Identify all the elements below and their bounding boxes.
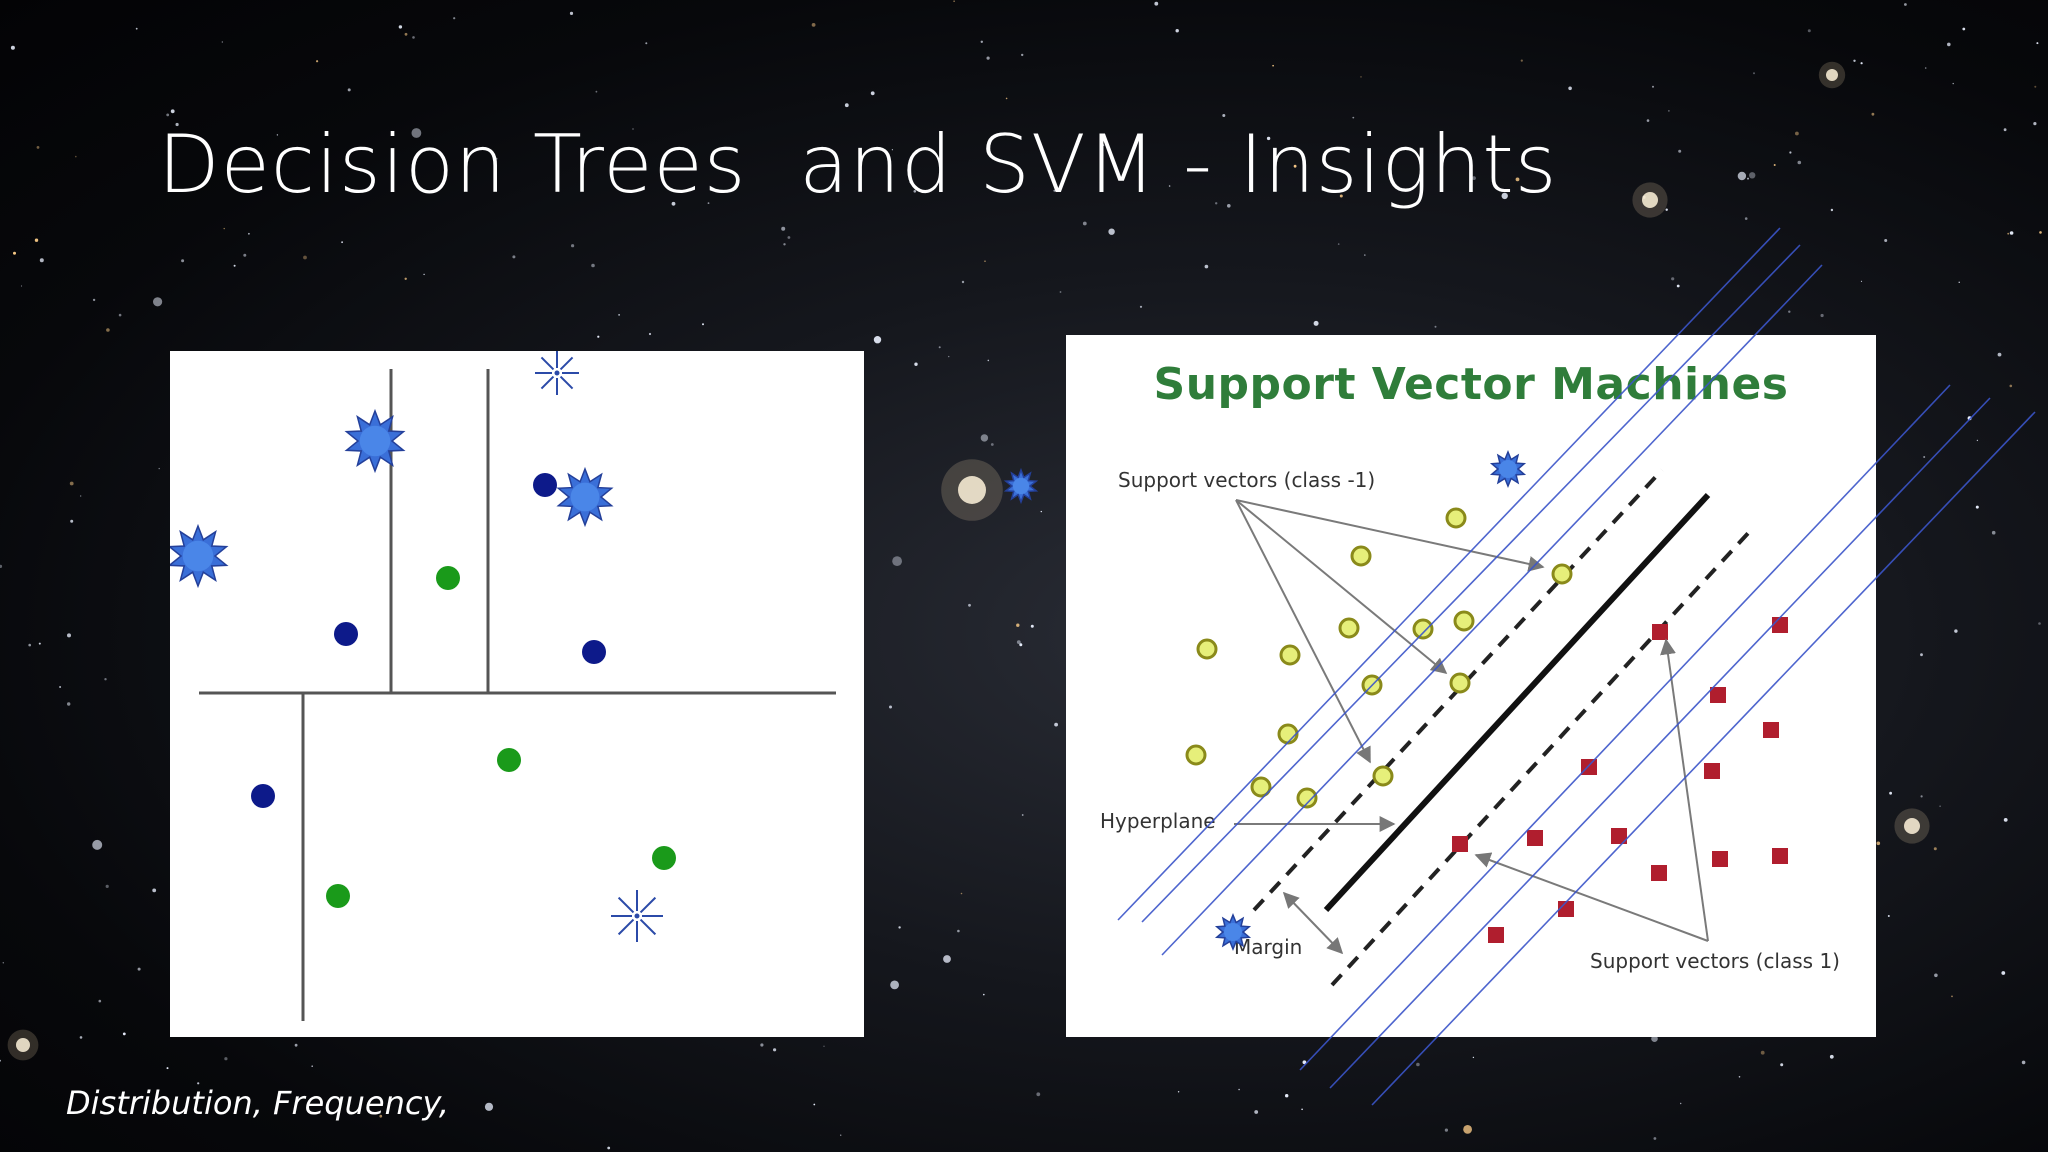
class-neg-point	[1196, 638, 1218, 660]
green-point	[436, 566, 460, 590]
class-pos-point	[1712, 851, 1728, 867]
decision-tree-diagram	[170, 351, 864, 1037]
class-neg-point	[1350, 545, 1372, 567]
slide-title: Decision Trees and SVM - Insights	[158, 118, 1558, 211]
class-neg-point	[1338, 617, 1360, 639]
class-neg-point	[1445, 507, 1467, 529]
arrow-support-pos-2	[1474, 852, 1709, 942]
class-neg-point	[1449, 672, 1471, 694]
svm-title: Support Vector Machines	[1153, 359, 1789, 410]
star-burst-icon	[556, 466, 614, 528]
navy-point	[251, 784, 275, 808]
class-pos-point	[1710, 687, 1726, 703]
arrow-support-neg-2	[1235, 499, 1448, 675]
class-pos-point	[1652, 624, 1668, 640]
margin-line-lower	[1330, 528, 1753, 987]
navy-point	[582, 640, 606, 664]
class-pos-point	[1558, 901, 1574, 917]
green-point	[652, 846, 676, 870]
class-neg-point	[1361, 674, 1383, 696]
class-neg-point	[1412, 618, 1434, 640]
class-neg-point	[1551, 563, 1573, 585]
class-pos-point	[1763, 722, 1779, 738]
navy-point	[533, 473, 557, 497]
class-pos-point	[1488, 927, 1504, 943]
class-neg-point	[1279, 644, 1301, 666]
class-neg-point	[1372, 765, 1394, 787]
asterisk-sparkle-icon	[611, 890, 663, 942]
arrow-support-neg-1	[1235, 499, 1545, 572]
footer-text: Distribution, Frequency,	[66, 1084, 450, 1122]
class-neg-point	[1296, 787, 1318, 809]
label-margin: Margin	[1234, 935, 1303, 959]
star-burst-icon	[170, 523, 229, 589]
asterisk-sparkle-icon	[535, 351, 579, 395]
class-neg-point	[1250, 776, 1272, 798]
green-point	[326, 884, 350, 908]
label-support-vectors-neg: Support vectors (class -1)	[1118, 468, 1376, 492]
class-pos-point	[1611, 828, 1627, 844]
label-hyperplane: Hyperplane	[1100, 809, 1216, 833]
class-pos-point	[1527, 830, 1543, 846]
green-point	[497, 748, 521, 772]
class-pos-point	[1581, 759, 1597, 775]
class-pos-point	[1452, 836, 1468, 852]
svm-diagram: Support Vector Machines Support vectors …	[1066, 335, 1876, 1037]
class-neg-point	[1185, 744, 1207, 766]
class-pos-point	[1772, 617, 1788, 633]
navy-point	[334, 622, 358, 646]
hyperplane-line	[1323, 492, 1711, 913]
class-pos-point	[1651, 865, 1667, 881]
star-burst-icon	[344, 408, 406, 474]
arrow-support-pos-1	[1660, 638, 1709, 942]
class-pos-point	[1704, 763, 1720, 779]
class-neg-point	[1453, 610, 1475, 632]
label-support-vectors-pos: Support vectors (class 1)	[1590, 949, 1840, 973]
class-neg-point	[1277, 723, 1299, 745]
class-pos-point	[1772, 848, 1788, 864]
